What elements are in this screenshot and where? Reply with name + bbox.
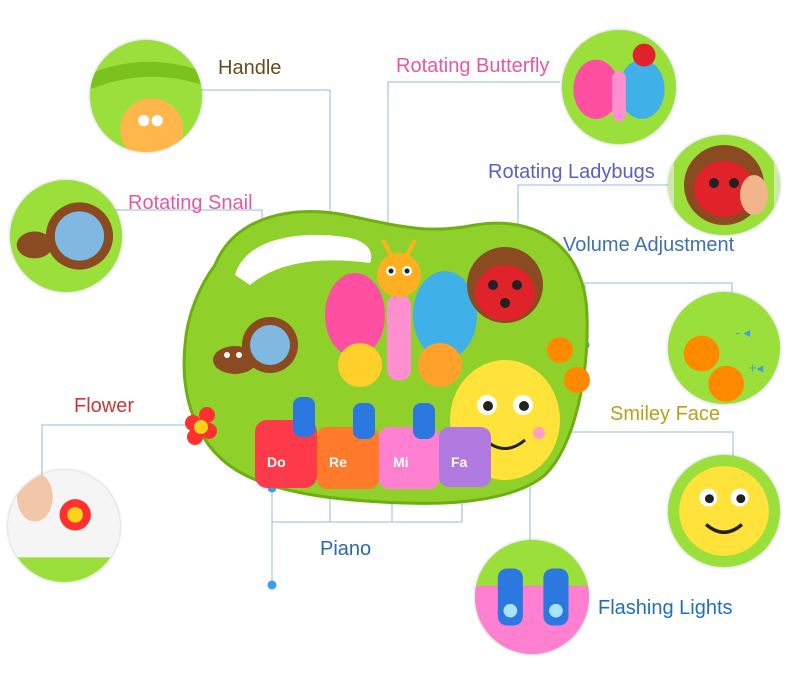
detail-photo-butterfly (562, 30, 676, 144)
anchor-dot-piano-bottom (267, 580, 277, 590)
piano-key-re-label: Re (329, 454, 347, 470)
label-flashing-lights: Flashing Lights (598, 597, 733, 619)
detail-photo-snail (10, 180, 122, 292)
label-rotating-butterfly: Rotating Butterfly (396, 55, 550, 77)
piano-key-fa-label: Fa (451, 454, 468, 470)
label-handle: Handle (218, 57, 282, 79)
svg-text:- ◂: - ◂ (735, 325, 750, 340)
piano-key-do-label: Do (267, 454, 286, 470)
label-flower: Flower (74, 395, 135, 417)
snail-figure (213, 317, 298, 374)
detail-photo-smiley (668, 455, 780, 567)
detail-photo-volume: - ◂ +◂ (668, 292, 780, 404)
butterfly-figure (325, 239, 477, 387)
piano-key-mi-label: Mi (393, 454, 409, 470)
label-rotating-ladybugs: Rotating Ladybugs (488, 161, 655, 183)
detail-photo-ladybugs (668, 135, 780, 235)
label-smiley-face: Smiley Face (610, 403, 721, 425)
label-rotating-snail: Rotating Snail (128, 192, 253, 214)
toy-piano-illustration: Do Re Mi Fa (182, 210, 590, 505)
detail-photo-handle (90, 40, 202, 152)
label-volume-adjustment: Volume Adjustment (563, 234, 735, 256)
svg-text:+◂: +◂ (749, 361, 764, 376)
flower-button (185, 407, 217, 445)
label-piano: Piano (320, 538, 372, 560)
detail-photo-flower (8, 470, 120, 582)
piano-keys: Do Re Mi Fa (255, 397, 491, 489)
volume-buttons (547, 337, 590, 393)
detail-photo-lights (475, 540, 589, 654)
ladybug-figure (467, 247, 543, 323)
